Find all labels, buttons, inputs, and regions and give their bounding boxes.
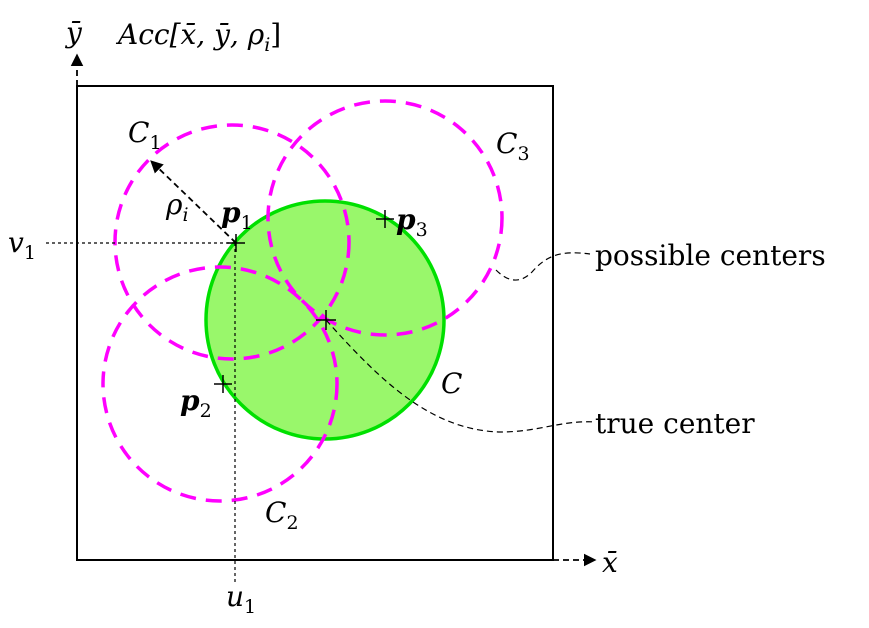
c3-label: C3: [496, 127, 530, 165]
true-center-marker: [316, 310, 336, 330]
c-label: C: [441, 367, 462, 400]
c1-label: C1: [128, 116, 162, 154]
candidate-circle-c3: [266, 99, 504, 337]
y-axis-label: ȳ: [64, 16, 83, 49]
true-center-leader: [325, 319, 597, 433]
v1-label: v1: [8, 226, 36, 264]
true-center-label: true center: [595, 407, 755, 440]
u1-label: u1: [226, 580, 256, 618]
p2-label: p2: [180, 384, 212, 422]
image-frame: [76, 85, 554, 561]
possible-centers-label: possible centers: [595, 239, 826, 272]
p1-label: p1: [221, 196, 253, 234]
accumulator-title: Acc[x̄, ȳ, ρi]: [115, 18, 281, 56]
rho-label: ρi: [165, 188, 189, 226]
x-axis-label: x̄: [602, 546, 618, 579]
candidate-circle-c2: [101, 265, 339, 503]
c2-label: C2: [265, 496, 299, 534]
point-p2-marker: [214, 375, 232, 393]
candidate-circle-c1: [113, 123, 351, 361]
possible-centers-leader: [495, 252, 591, 281]
p3-label: p3: [396, 203, 428, 241]
point-p3-marker: [376, 210, 394, 228]
point-p1-marker: [227, 234, 245, 252]
